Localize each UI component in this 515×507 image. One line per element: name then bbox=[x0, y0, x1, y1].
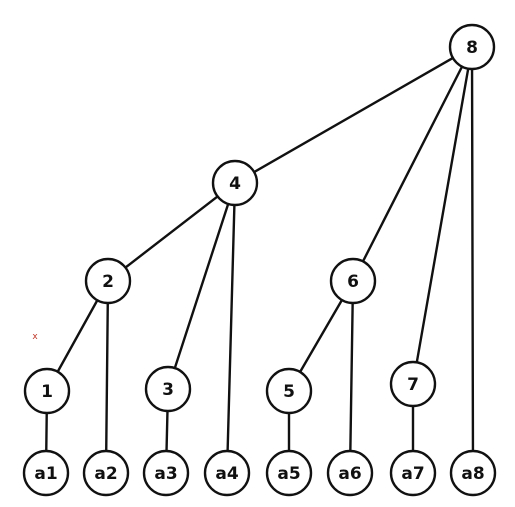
node-a3: a3 bbox=[142, 449, 190, 497]
node-circle-a2 bbox=[82, 449, 130, 497]
node-label-3: 3 bbox=[162, 380, 174, 400]
node-circle-2 bbox=[84, 257, 132, 305]
node-1: 1 bbox=[23, 367, 71, 415]
node-5: 5 bbox=[265, 367, 313, 415]
edge-6-a6 bbox=[349, 301, 354, 453]
node-a4: a4 bbox=[203, 449, 251, 497]
node-a7: a7 bbox=[389, 449, 437, 497]
node-label-1: 1 bbox=[41, 382, 53, 402]
node-label-a3: a3 bbox=[154, 464, 177, 484]
node-circle-7 bbox=[389, 360, 437, 408]
node-circle-6 bbox=[329, 257, 377, 305]
node-label-a6: a6 bbox=[338, 464, 361, 484]
node-a1: a1 bbox=[22, 449, 70, 497]
edge-4-a4 bbox=[226, 203, 236, 453]
node-6: 6 bbox=[329, 257, 377, 305]
node-4: 4 bbox=[211, 159, 259, 207]
node-circle-3 bbox=[144, 365, 192, 413]
node-circle-a1 bbox=[22, 449, 70, 497]
edge-8-6 bbox=[361, 65, 464, 263]
edges bbox=[45, 56, 475, 453]
node-a2: a2 bbox=[82, 449, 130, 497]
node-label-a5: a5 bbox=[277, 464, 300, 484]
edge-2-a2 bbox=[105, 301, 109, 453]
edge-6-5 bbox=[298, 298, 344, 374]
node-label-2: 2 bbox=[102, 272, 114, 292]
node-label-7: 7 bbox=[407, 375, 419, 395]
node-label-a2: a2 bbox=[94, 464, 117, 484]
node-3: 3 bbox=[144, 365, 192, 413]
node-circle-8 bbox=[448, 23, 496, 71]
node-label-a4: a4 bbox=[215, 464, 238, 484]
node-label-a1: a1 bbox=[34, 464, 57, 484]
node-circle-a3 bbox=[142, 449, 190, 497]
stray-mark: x bbox=[32, 332, 38, 342]
node-circle-4 bbox=[211, 159, 259, 207]
node-a8: a8 bbox=[449, 449, 497, 497]
node-circle-a5 bbox=[265, 449, 313, 497]
edge-2-1 bbox=[56, 299, 99, 373]
node-circle-5 bbox=[265, 367, 313, 415]
edge-4-3 bbox=[173, 202, 230, 370]
node-2: 2 bbox=[84, 257, 132, 305]
node-label-8: 8 bbox=[466, 38, 478, 58]
node-label-5: 5 bbox=[283, 382, 295, 402]
node-label-a8: a8 bbox=[461, 464, 484, 484]
node-label-6: 6 bbox=[347, 272, 359, 292]
node-circle-a6 bbox=[326, 449, 374, 497]
node-a5: a5 bbox=[265, 449, 313, 497]
node-a6: a6 bbox=[326, 449, 374, 497]
edge-4-2 bbox=[124, 195, 219, 269]
node-label-4: 4 bbox=[229, 174, 241, 194]
edge-3-a3 bbox=[165, 409, 169, 453]
edge-8-4 bbox=[252, 56, 455, 174]
node-circle-1 bbox=[23, 367, 71, 415]
node-8: 8 bbox=[448, 23, 496, 71]
node-7: 7 bbox=[389, 360, 437, 408]
node-label-a7: a7 bbox=[401, 464, 424, 484]
edge-8-7 bbox=[415, 67, 470, 364]
node-circle-a4 bbox=[203, 449, 251, 497]
edge-8-a8 bbox=[470, 67, 475, 453]
node-circle-a8 bbox=[449, 449, 497, 497]
node-circle-a7 bbox=[389, 449, 437, 497]
nodes: 8 4 2 6 1 3 5 7 a1 a2 a3 a4 a5 a6 a7 a8 bbox=[22, 23, 497, 497]
